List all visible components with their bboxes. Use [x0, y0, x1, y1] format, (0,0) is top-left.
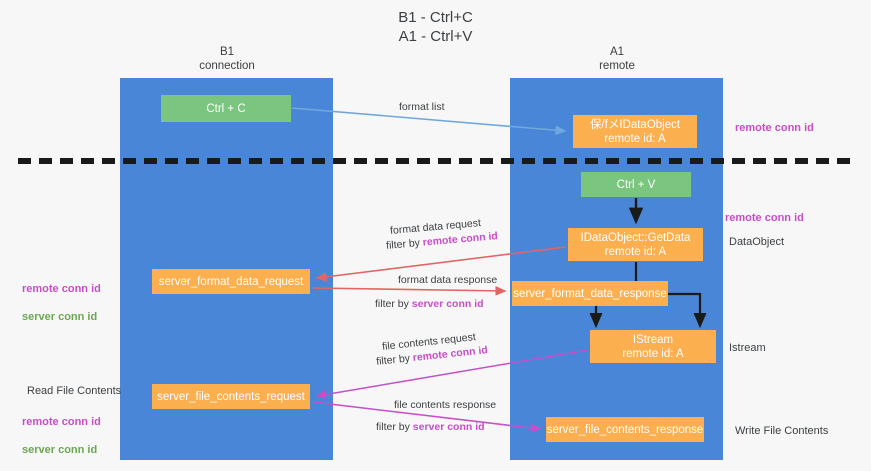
node-server-file-contents-request[interactable]: server_file_contents_request [152, 384, 310, 409]
node-server-file-contents-response[interactable]: server_file_contents_response [546, 417, 704, 442]
annotation-read-file-contents: Read File Contents [27, 385, 122, 397]
diagram-title: B1 - Ctrl+C A1 - Ctrl+V [398, 9, 473, 45]
edge-label-filter-server-conn-id-2: filter by server conn id [376, 421, 485, 434]
node-idataobject-getdata[interactable]: IDataObject::GetData remote id: A [568, 228, 703, 261]
edge-label-format-list: format list [399, 101, 445, 113]
swimlane-header-b1: B1 connection [199, 46, 255, 72]
edge-label-file-contents-response: file contents response [394, 399, 497, 411]
annotation-dataobject: DataObject [729, 236, 785, 248]
annotation-remote-conn-id-left-2: remote conn id [22, 416, 101, 428]
filter-by-text-2: filter by [375, 298, 412, 310]
node-ctrl-v[interactable]: Ctrl + V [581, 172, 691, 197]
filter-by-text-4: filter by [376, 421, 413, 433]
node-data-object[interactable]: 保/fメIDataObject remote id: A [573, 115, 697, 148]
section-divider [18, 158, 856, 164]
annotation-write-file-contents: Write File Contents [735, 425, 829, 437]
node-istream[interactable]: IStream remote id: A [590, 330, 716, 363]
annotation-remote-conn-id-top: remote conn id [735, 122, 814, 134]
edge-label-format-data-response: format data response [398, 274, 498, 286]
annotation-remote-conn-id-mid: remote conn id [725, 212, 804, 224]
filter-by-text-1: filter by [385, 236, 424, 252]
annotation-server-conn-id-left: server conn id [22, 311, 98, 323]
annotation-server-conn-id-left-2: server conn id [22, 444, 98, 456]
annotation-istream: Istream [729, 342, 766, 354]
swimlane-header-a1: A1 remote [599, 46, 635, 72]
node-server-format-data-request[interactable]: server_format_data_request [152, 269, 310, 294]
edge-label-filter-server-conn-id-1: filter by server conn id [375, 298, 484, 311]
annotation-remote-conn-id-left: remote conn id [22, 283, 101, 295]
node-server-format-data-response[interactable]: server_format_data_response [512, 281, 668, 306]
server-conn-id-text-1: server conn id [411, 298, 484, 310]
annotation-conn-ids-upper: remote conn id server conn id [22, 268, 101, 338]
server-conn-id-text-2: server conn id [412, 421, 485, 433]
filter-by-text-3: filter by [375, 352, 414, 368]
node-ctrl-c[interactable]: Ctrl + C [161, 95, 291, 122]
annotation-conn-ids-lower: remote conn id server conn id [22, 401, 101, 471]
